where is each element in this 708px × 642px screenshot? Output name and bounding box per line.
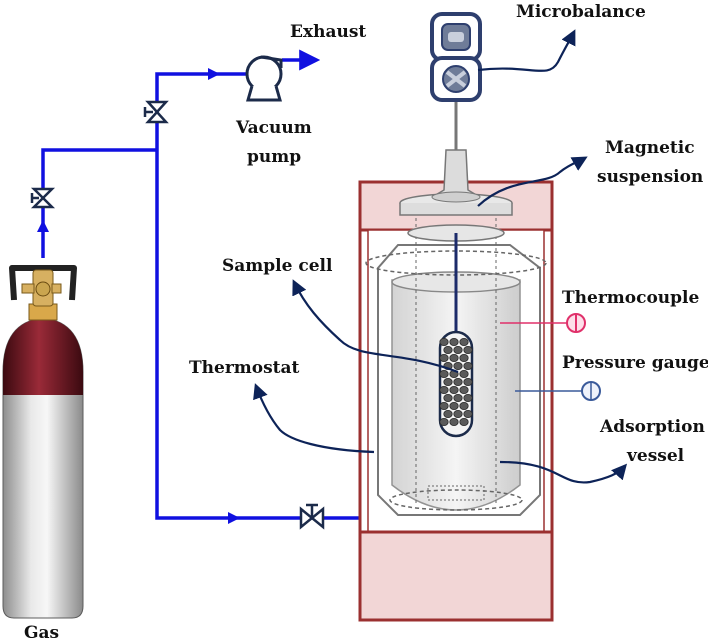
pipe-cylinder-to-junction bbox=[41, 148, 157, 258]
pellet bbox=[453, 377, 463, 386]
exhaust-label: Exhaust bbox=[290, 22, 366, 42]
pellet bbox=[459, 401, 469, 410]
arrow-magnetic-suspension bbox=[477, 156, 588, 207]
pellet bbox=[459, 417, 469, 426]
adsorption-vessel-label-line1: Adsorption bbox=[599, 417, 705, 437]
magnetic-suspension-label-line2: suspension bbox=[597, 167, 703, 187]
pipe-to-vessel bbox=[155, 150, 370, 520]
arrow-microbalance bbox=[477, 29, 576, 72]
pellet bbox=[453, 409, 463, 418]
vacuum-pump-label-line1: Vacuum bbox=[235, 118, 312, 138]
pellet bbox=[463, 377, 473, 386]
magnetic-suspension-label-line1: Magnetic bbox=[605, 138, 695, 158]
flow-arrowheads bbox=[37, 68, 240, 524]
pellet bbox=[463, 393, 473, 402]
adsorption-vessel-label-line2: vessel bbox=[626, 446, 685, 466]
microbalance-icon[interactable] bbox=[430, 12, 482, 102]
sample-pellets bbox=[439, 337, 473, 426]
vacuum-pump-icon[interactable] bbox=[245, 55, 283, 102]
pellet bbox=[463, 345, 473, 354]
pellet bbox=[459, 369, 469, 378]
pressure-gauge-label: Pressure gauge bbox=[562, 353, 708, 373]
pellet bbox=[439, 337, 449, 346]
pellet bbox=[443, 409, 453, 418]
pressure-gauge bbox=[515, 381, 601, 401]
pellet bbox=[443, 393, 453, 402]
pellet bbox=[463, 361, 473, 370]
pellet bbox=[443, 377, 453, 386]
flow-arrow-to-vessel bbox=[228, 512, 240, 524]
pellet bbox=[439, 417, 449, 426]
arrow-sample-cell bbox=[292, 279, 459, 374]
flow-arrow-up bbox=[37, 220, 49, 232]
valve-icon[interactable] bbox=[299, 503, 325, 530]
sample-cell-label: Sample cell bbox=[222, 256, 333, 276]
magnetic-suspension-coupling bbox=[399, 100, 513, 335]
labels: Exhaust Microbalance Vacuum pump Magneti… bbox=[24, 2, 708, 642]
pellet bbox=[439, 401, 449, 410]
pellet bbox=[453, 393, 463, 402]
pellet bbox=[463, 409, 473, 418]
pellet bbox=[439, 369, 449, 378]
pellet bbox=[459, 353, 469, 362]
pipe-to-pump bbox=[155, 72, 246, 150]
pellet bbox=[443, 345, 453, 354]
pellet bbox=[453, 345, 463, 354]
arrow-adsorption-vessel bbox=[499, 460, 628, 484]
pellet bbox=[459, 337, 469, 346]
pellet bbox=[449, 385, 459, 394]
arrow-thermostat bbox=[253, 383, 375, 454]
pellet bbox=[449, 401, 459, 410]
annotation-arrows bbox=[253, 29, 628, 484]
gas-label: Gas bbox=[24, 623, 59, 642]
microbalance-label: Microbalance bbox=[516, 2, 646, 22]
sample-cell bbox=[438, 330, 474, 438]
gas-cylinder-icon[interactable] bbox=[2, 265, 84, 619]
pellet bbox=[449, 353, 459, 362]
pellet bbox=[439, 353, 449, 362]
vacuum-pump-label-line2: pump bbox=[247, 147, 301, 167]
gas-piping bbox=[41, 49, 370, 520]
thermostat-label: Thermostat bbox=[189, 358, 300, 378]
pellet bbox=[439, 385, 449, 394]
thermocouple-label: Thermocouple bbox=[562, 288, 700, 308]
pellet bbox=[449, 337, 459, 346]
valve-icon[interactable] bbox=[143, 100, 169, 124]
pellet bbox=[449, 417, 459, 426]
pellet bbox=[453, 361, 463, 370]
thermocouple bbox=[500, 313, 586, 333]
pellet bbox=[459, 385, 469, 394]
flow-arrow-to-pump bbox=[208, 68, 220, 80]
valve-icon[interactable] bbox=[30, 187, 56, 209]
